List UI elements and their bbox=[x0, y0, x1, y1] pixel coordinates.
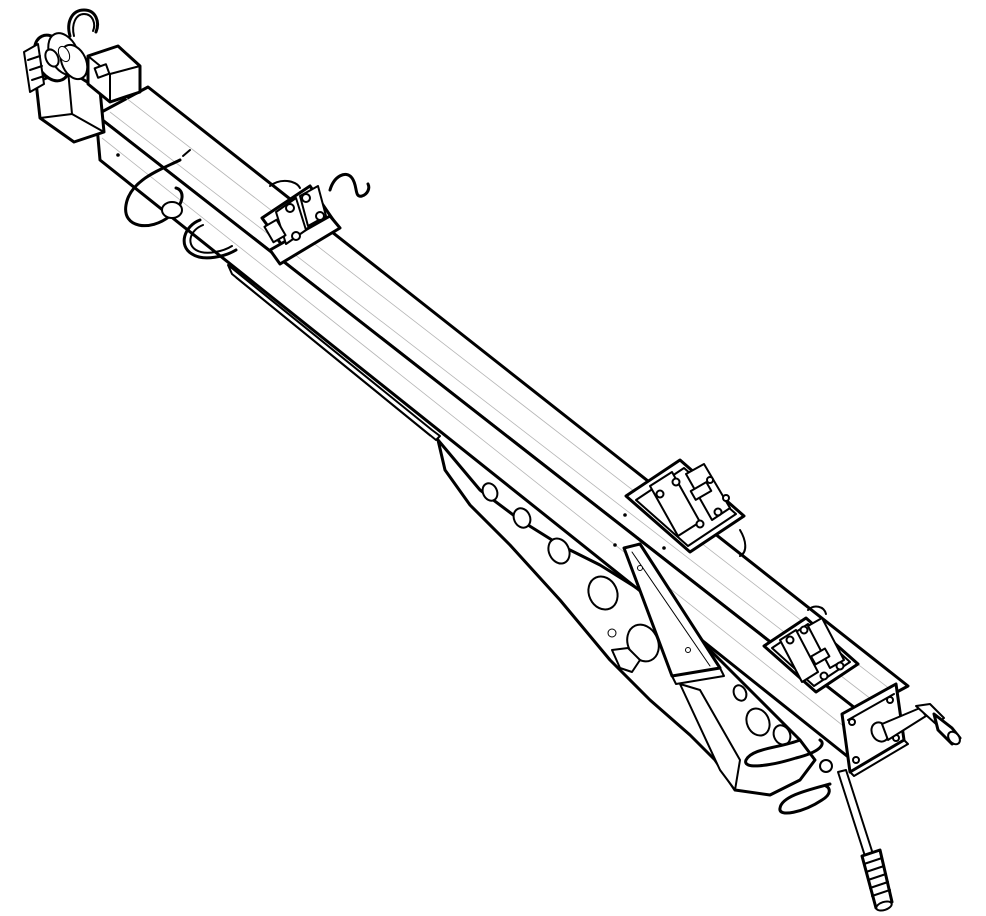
clamp-bracket-middle bbox=[624, 458, 747, 557]
wire-rope-hook-top bbox=[67, 8, 99, 38]
grab-handle bbox=[837, 769, 894, 912]
cable-loop-lower bbox=[744, 738, 833, 815]
side-reinforcement-plate bbox=[227, 264, 441, 441]
top-pulley-assembly bbox=[23, 32, 142, 144]
mounting-plate bbox=[622, 542, 741, 791]
crank-handle bbox=[870, 703, 962, 746]
clamp-bracket-upper bbox=[260, 173, 371, 266]
coiled-cable-upper bbox=[124, 149, 191, 228]
clamp-bracket-lower bbox=[762, 605, 860, 694]
j-hook bbox=[182, 218, 238, 260]
